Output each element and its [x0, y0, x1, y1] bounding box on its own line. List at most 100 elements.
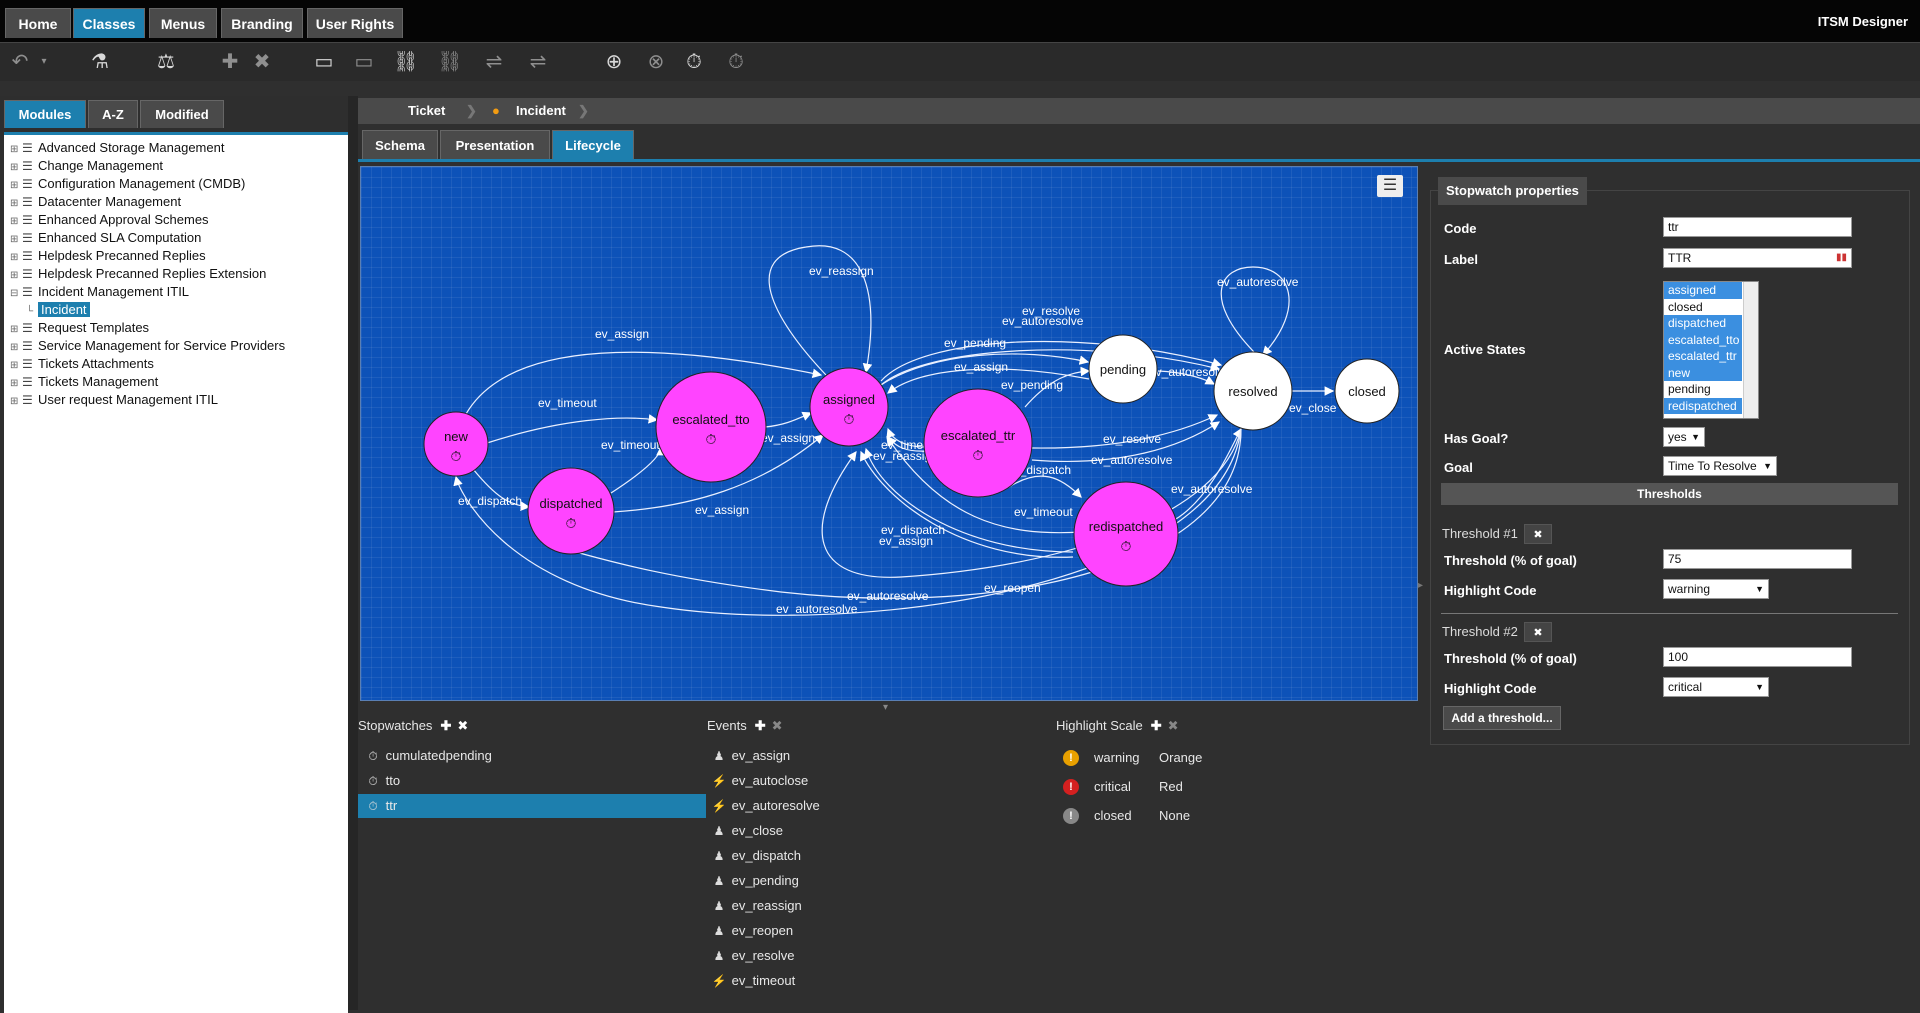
transition-label[interactable]: ev_reopen	[984, 581, 1041, 595]
collapse-bottom-icon[interactable]: ▾	[883, 702, 889, 713]
transition-edge[interactable]	[886, 427, 927, 448]
active-state-option[interactable]: new	[1664, 364, 1742, 381]
remove-field-icon[interactable]: ▭	[354, 51, 374, 73]
remove-transition-icon[interactable]: ⇌	[529, 51, 547, 73]
tree-item[interactable]: ⊞☰User request Management ITIL	[10, 391, 218, 409]
expand-icon[interactable]: ⊞	[10, 342, 19, 353]
tab-modules[interactable]: Modules	[4, 100, 86, 128]
expand-icon[interactable]: ⊞	[10, 270, 19, 281]
event-item[interactable]: ♟ ev_resolve	[710, 944, 795, 968]
remove-stopwatch-button[interactable]: ✖	[457, 718, 469, 733]
event-item[interactable]: ♟ ev_dispatch	[710, 844, 801, 868]
expand-icon[interactable]: ⊞	[10, 360, 19, 371]
transition-label[interactable]: ev_timeout	[538, 396, 597, 410]
tree-item[interactable]: ⊞☰Tickets Management	[10, 373, 158, 391]
event-item[interactable]: ♟ ev_pending	[710, 869, 799, 893]
transition-label[interactable]: ev_assign	[879, 534, 933, 548]
panel-splitter[interactable]	[348, 96, 358, 1010]
transition-label[interactable]: ev_pending	[1001, 378, 1063, 392]
state-node-new[interactable]: new⏱	[423, 411, 489, 477]
event-item[interactable]: ♟ ev_close	[710, 819, 783, 843]
transition-edge[interactable]	[549, 428, 1242, 599]
collapse-icon[interactable]: ⊟	[10, 288, 19, 299]
tree-item[interactable]: ⊟☰Incident Management ITIL	[10, 283, 189, 301]
transition-edge[interactable]	[821, 428, 1242, 578]
tree-item[interactable]: ⊞☰Helpdesk Precanned Replies	[10, 247, 206, 265]
chevron-down-icon[interactable]: ▾	[41, 56, 47, 67]
delete-icon[interactable]: ✖	[253, 51, 271, 73]
active-state-option[interactable]: closed	[1668, 299, 1703, 314]
add-icon[interactable]: ✚	[221, 51, 239, 73]
tab-lifecycle[interactable]: Lifecycle	[552, 130, 634, 159]
state-circle[interactable]	[1088, 334, 1158, 404]
transition-edge[interactable]	[860, 450, 1074, 558]
state-node-assigned[interactable]: assigned⏱	[809, 367, 889, 447]
tree-item[interactable]: ⊞☰Request Templates	[10, 319, 149, 337]
state-circle[interactable]	[655, 371, 767, 483]
expand-icon[interactable]: ⊞	[10, 234, 19, 245]
transition-label[interactable]: ev_assign	[954, 360, 1008, 374]
transition-edge[interactable]	[1220, 266, 1290, 356]
tab-user-rights[interactable]: User Rights	[307, 8, 403, 38]
state-node-escalated_tto[interactable]: escalated_tto⏱	[655, 371, 767, 483]
expand-icon[interactable]: ⊞	[10, 162, 19, 173]
stopwatch-item[interactable]: ⏱ cumulatedpending	[358, 744, 706, 768]
state-circle[interactable]	[527, 467, 615, 555]
expand-icon[interactable]: ⊞	[10, 180, 19, 191]
expand-icon[interactable]: ⊞	[10, 198, 19, 209]
transition-label[interactable]: ev_resolve	[1103, 432, 1161, 446]
transition-edge[interactable]	[1024, 366, 1091, 408]
tree-item[interactable]: ⊞☰Change Management	[10, 157, 163, 175]
expand-icon[interactable]: ⊞	[10, 378, 19, 389]
event-item[interactable]: ♟ ev_reassign	[710, 894, 802, 918]
threshold-1-hl-select[interactable]: warning▼	[1663, 579, 1769, 599]
threshold-2-hl-select[interactable]: critical▼	[1663, 677, 1769, 697]
transition-label[interactable]: ev_reassign	[873, 449, 938, 463]
state-node-closed[interactable]: closed	[1334, 358, 1400, 424]
transition-label[interactable]: ev_autoresolve	[1002, 314, 1084, 328]
flask-icon[interactable]: ⚗	[91, 51, 109, 73]
code-field[interactable]: ttr	[1663, 217, 1852, 237]
transition-label[interactable]: ev_timeout	[601, 438, 660, 452]
states-scrollbar[interactable]	[1743, 282, 1758, 418]
breadcrumb-incident[interactable]: Incident	[516, 103, 566, 118]
active-state-option[interactable]: redispatched	[1664, 397, 1742, 414]
remove-highlight-button[interactable]: ✖	[1167, 718, 1179, 733]
transition-edge[interactable]	[486, 414, 659, 444]
active-state-option[interactable]: pending	[1668, 382, 1711, 396]
tab-schema[interactable]: Schema	[362, 130, 438, 159]
highlight-code[interactable]: warning	[1094, 750, 1140, 765]
active-state-option[interactable]: dispatched	[1664, 315, 1742, 332]
transition-label[interactable]: ev_pending	[944, 336, 1006, 350]
remove-event-button[interactable]: ✖	[771, 718, 783, 733]
transition-label[interactable]: ev_dispatch	[458, 494, 522, 508]
tree-item[interactable]: ⊞☰Advanced Storage Management	[10, 139, 224, 157]
add-transition-icon[interactable]: ⇌	[485, 51, 503, 73]
transition-edge[interactable]	[887, 368, 1090, 394]
expand-icon[interactable]: ⊞	[10, 144, 19, 155]
lifecycle-canvas[interactable]: ev_assign ev_timeout ev_dispatch ev_timeout…	[360, 166, 1418, 701]
state-node-resolved[interactable]: resolved	[1213, 351, 1293, 431]
state-circle[interactable]	[1334, 358, 1400, 424]
scales-icon[interactable]: ⚖	[157, 51, 175, 73]
tab-modified[interactable]: Modified	[140, 100, 224, 128]
tree-item[interactable]: ⊞☰Tickets Attachments	[10, 355, 154, 373]
active-state-option[interactable]: escalated_ttr	[1664, 348, 1742, 365]
tree-item[interactable]: ⊞☰Enhanced Approval Schemes	[10, 211, 209, 229]
goal-select[interactable]: Time To Resolve▼	[1663, 456, 1777, 476]
has-goal-select[interactable]: yes▼	[1663, 427, 1705, 447]
highlight-code[interactable]: closed	[1094, 808, 1132, 823]
add-stopwatch-icon[interactable]: ⏱	[686, 51, 702, 73]
transition-edge[interactable]	[863, 447, 1074, 553]
expand-icon[interactable]: ⊞	[10, 396, 19, 407]
state-node-pending[interactable]: pending	[1088, 334, 1158, 404]
add-highlight-button[interactable]: ✚	[1150, 718, 1162, 733]
stopwatch-item[interactable]: ⏱ tto	[358, 769, 706, 793]
transition-label[interactable]: ev_assign	[695, 503, 749, 517]
transition-edge[interactable]	[1157, 370, 1216, 385]
state-circle[interactable]	[1073, 481, 1179, 587]
transition-edge[interactable]	[880, 353, 1090, 386]
transition-edge[interactable]	[1031, 421, 1221, 463]
add-field-icon[interactable]: ▭	[314, 51, 334, 73]
remove-threshold-2-button[interactable]: ✖	[1524, 622, 1552, 642]
